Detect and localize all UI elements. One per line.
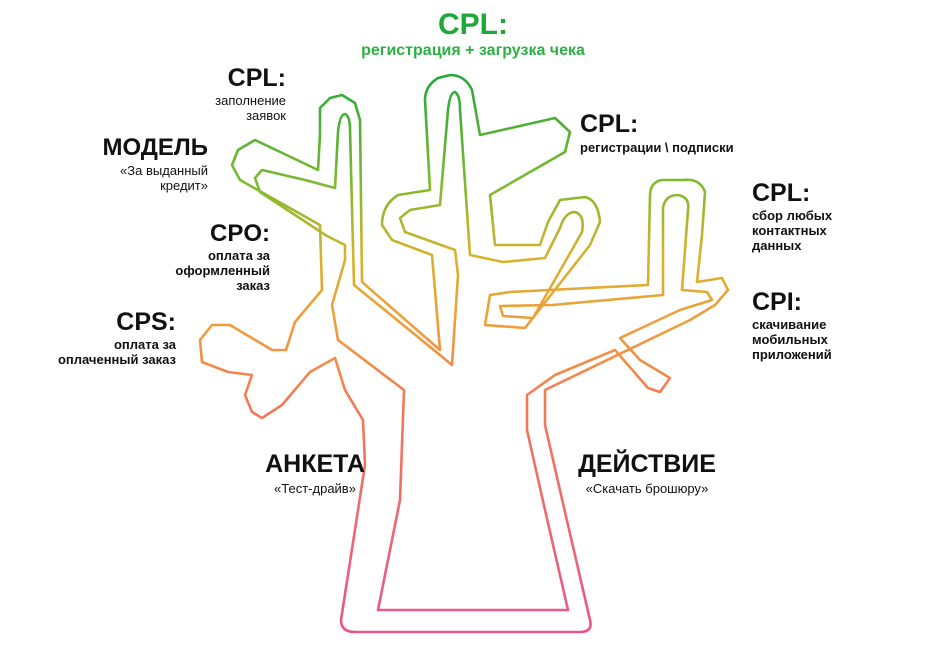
label-cps-line: оплаченный заказ	[57, 352, 176, 367]
label-cps-line: оплата за	[113, 337, 176, 352]
label-cpl-applications-title: CPL:	[227, 64, 286, 92]
label-cpl-subscriptions-line: регистрации \ подписки	[580, 140, 734, 155]
label-cpi-line: мобильных	[752, 332, 828, 347]
label-cpo: CPO: оплата за оформленный заказ	[148, 220, 270, 294]
label-model-credit-title: МОДЕЛЬ	[102, 134, 208, 161]
label-cpo-line: заказ	[236, 278, 270, 293]
label-action-title: ДЕЙСТВИЕ	[578, 450, 716, 478]
tree-inner-outline	[253, 90, 714, 612]
label-cpi: CPI: скачивание мобильных приложений	[752, 288, 872, 363]
label-cpl-contacts-title: CPL:	[752, 179, 811, 207]
label-cpl-top-title: CPL:	[438, 8, 508, 41]
label-model-credit: МОДЕЛЬ «За выданный кредит»	[70, 134, 208, 194]
label-cpl-applications: CPL: заполнение заявок	[178, 64, 286, 124]
label-cpl-top-subtitle: регистрация + загрузка чека	[361, 42, 585, 59]
tree-outer-outline	[198, 73, 730, 634]
label-cpl-applications-line: заявок	[246, 108, 286, 123]
label-anketa-title: АНКЕТА	[265, 450, 365, 478]
label-cpi-line: скачивание	[752, 317, 827, 332]
label-cpl-contacts: CPL: сбор любых контактных данных	[752, 179, 872, 254]
label-cpl-subscriptions: CPL: регистрации \ подписки	[580, 110, 780, 156]
label-anketa-line: «Тест-драйв»	[274, 481, 356, 496]
label-action-line: «Скачать брошюру»	[585, 481, 709, 496]
label-cpl-contacts-line: сбор любых	[752, 208, 833, 223]
label-model-credit-line: кредит»	[160, 178, 208, 193]
label-cpi-line: приложений	[752, 347, 832, 362]
label-cpl-applications-line: заполнение	[215, 93, 286, 108]
label-action: ДЕЙСТВИЕ «Скачать брошюру»	[562, 450, 732, 497]
label-cpo-line: оформленный	[175, 263, 270, 278]
label-cps-title: CPS:	[116, 308, 176, 336]
label-cps: CPS: оплата за оплаченный заказ	[46, 308, 176, 368]
label-cpl-contacts-line: контактных	[752, 223, 827, 238]
label-cpl-top: CPL: регистрация + загрузка чека	[318, 10, 628, 60]
label-cpl-subscriptions-title: CPL:	[580, 110, 639, 138]
label-anketa: АНКЕТА «Тест-драйв»	[250, 450, 380, 497]
label-cpi-title: CPI:	[752, 288, 802, 316]
label-cpo-line: оплата за	[207, 248, 270, 263]
label-model-credit-line: «За выданный	[120, 163, 208, 178]
tree-branches	[198, 73, 730, 634]
label-cpl-contacts-line: данных	[752, 238, 802, 253]
label-cpo-title: CPO:	[210, 220, 270, 247]
